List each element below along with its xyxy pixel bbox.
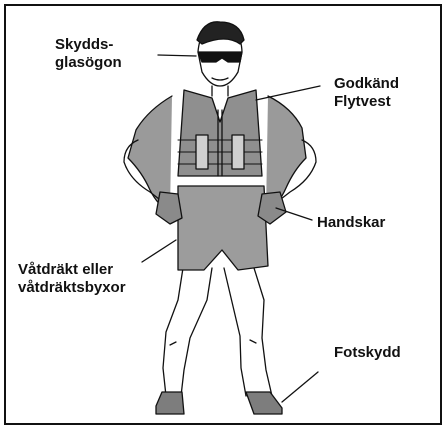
label-gloves: Handskar [317, 214, 385, 232]
leader-goggles [158, 55, 196, 56]
leader-vest [256, 86, 320, 100]
label-wetsuit-line-1: Våtdräkt eller [18, 261, 126, 279]
label-goggles-line-2: glasögon [55, 54, 122, 72]
leader-wetsuit [142, 240, 176, 262]
life-vest [178, 90, 262, 176]
leader-footwear [282, 372, 318, 402]
label-footwear: Fotskydd [334, 344, 401, 362]
label-wetsuit: Våtdräkt eller våtdräktsbyxor [18, 261, 126, 297]
legs [163, 268, 272, 396]
label-vest: Godkänd Flytvest [334, 75, 399, 111]
label-vest-line-1: Godkänd [334, 75, 399, 93]
label-goggles: Skydds- glasögon [55, 36, 122, 72]
left-glove [156, 192, 182, 224]
goggles [198, 52, 242, 62]
right-shoe [246, 392, 282, 414]
label-goggles-line-1: Skydds- [55, 36, 122, 54]
label-gloves-line-1: Handskar [317, 214, 385, 232]
left-shoe [156, 392, 184, 414]
label-footwear-line-1: Fotskydd [334, 344, 401, 362]
label-wetsuit-line-2: våtdräktsbyxor [18, 279, 126, 297]
wetsuit-shorts [178, 186, 268, 270]
label-vest-line-2: Flytvest [334, 93, 399, 111]
right-glove [258, 192, 286, 224]
